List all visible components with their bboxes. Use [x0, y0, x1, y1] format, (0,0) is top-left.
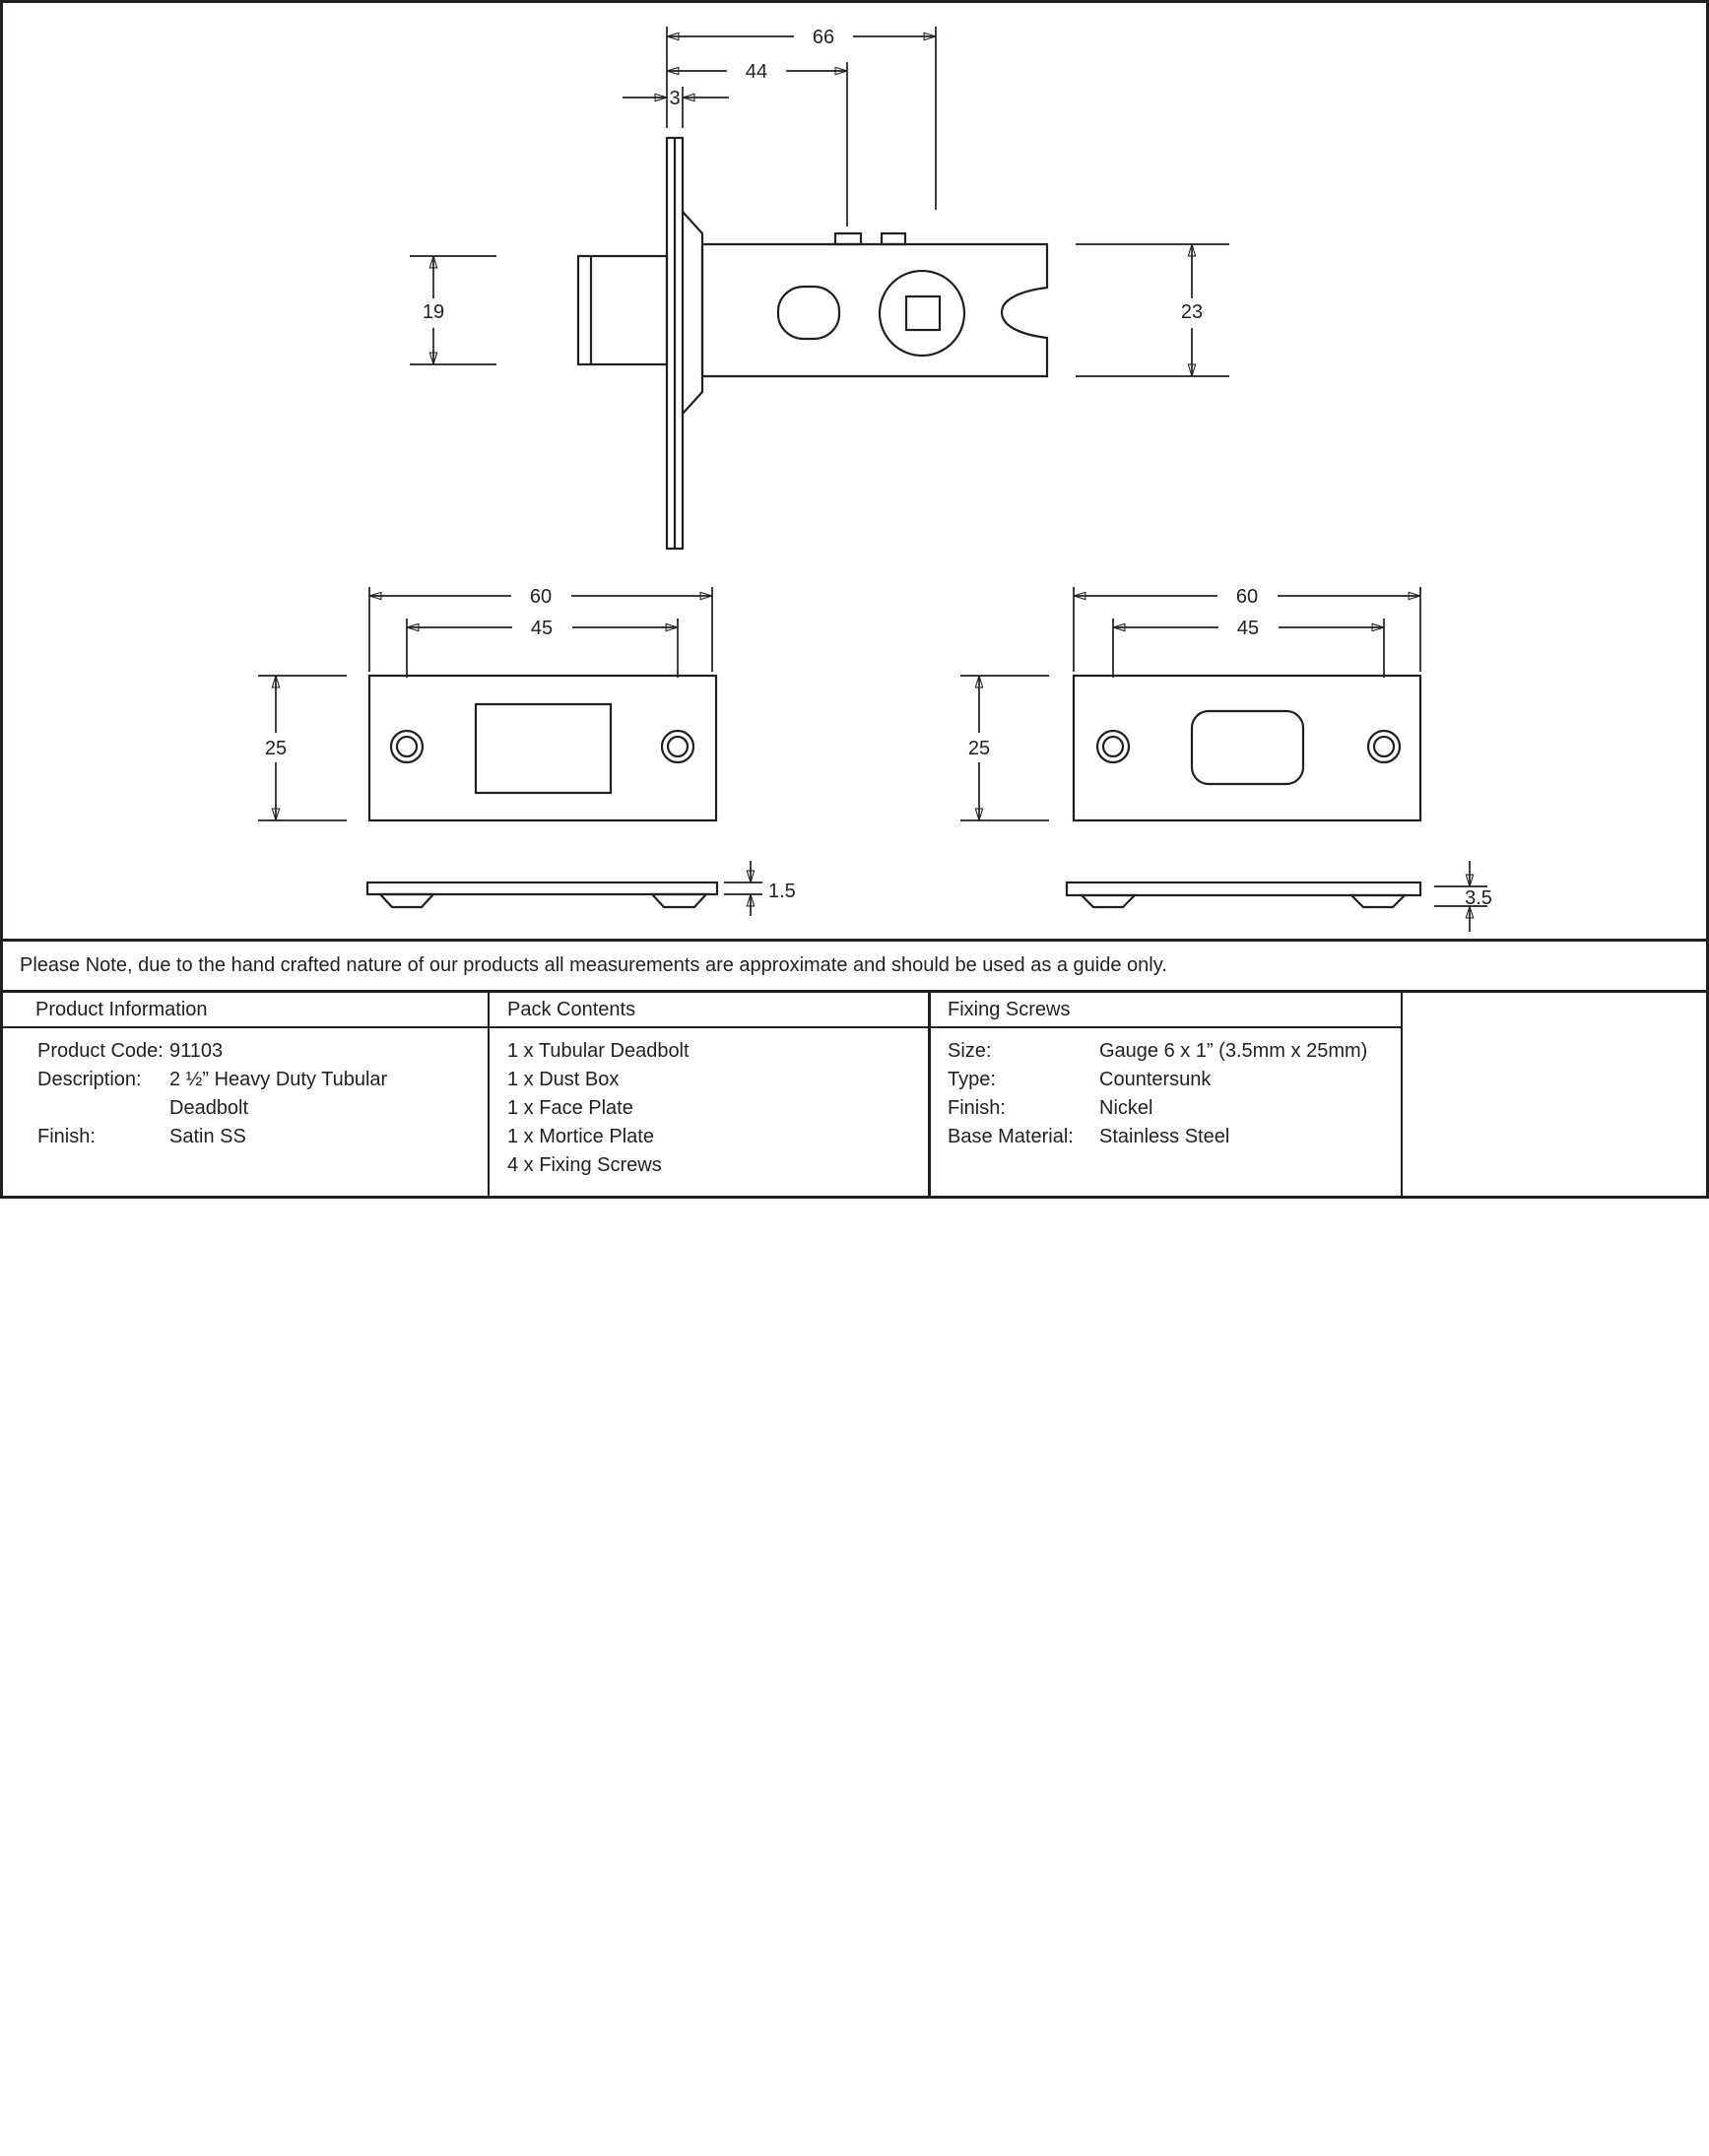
top-tab-right — [880, 231, 907, 246]
row-label: Type: — [948, 1069, 996, 1090]
dimension-case-height: 23 — [1076, 243, 1229, 377]
deadbolt-side-view: 66 44 3 — [410, 27, 1229, 551]
dimension-bolt-height: 19 — [410, 255, 496, 365]
faceplate-outline — [367, 674, 718, 822]
row-value: 2 ½” Heavy Duty Tubular — [169, 1069, 388, 1090]
dim-label-45-right: 45 — [1237, 618, 1259, 639]
countersunk-boss — [1079, 893, 1138, 909]
table-row: Type: Countersunk — [931, 1066, 1401, 1094]
dim-label-3-5: 3.5 — [1465, 887, 1492, 909]
spindle-follower — [878, 269, 966, 358]
list-item: 4 x Fixing Screws — [507, 1154, 662, 1176]
mortice-plate-profile-view: 3.5 — [1065, 861, 1492, 932]
dim-label-3: 3 — [669, 88, 680, 109]
row-label: Description: — [37, 1069, 142, 1090]
row-label: Finish: — [37, 1126, 96, 1147]
row-value: Stainless Steel — [1099, 1126, 1230, 1147]
brand-logo-cell: nvil From the ® — [1403, 993, 1706, 1196]
row-label: Size: — [948, 1040, 992, 1062]
table-row: Size: Gauge 6 x 1” (3.5mm x 25mm) — [931, 1037, 1401, 1066]
dim-label-25-right: 25 — [968, 738, 990, 759]
dimension-faceplate-thickness: 3 — [623, 87, 729, 128]
list-item: 1 x Tubular Deadbolt — [507, 1040, 690, 1062]
product-information-header: Product Information — [0, 993, 488, 1028]
dim-label-66: 66 — [813, 27, 834, 48]
bolt-cutout-rounded — [1190, 709, 1305, 786]
pack-contents-header: Pack Contents — [490, 993, 928, 1028]
screw-hole-inner — [1372, 735, 1396, 758]
row-value: Deadbolt — [169, 1097, 249, 1119]
dim-label-44: 44 — [746, 61, 767, 83]
list-item: 1 x Mortice Plate — [507, 1126, 654, 1147]
dim-label-1-5: 1.5 — [768, 881, 796, 902]
dimension-morticeplate-thickness-profile: 3.5 — [1434, 861, 1492, 932]
dim-label-25-left: 25 — [265, 738, 287, 759]
mortice-plate-front-view: 60 45 25 — [960, 586, 1422, 822]
table-row: Finish: Nickel — [931, 1094, 1401, 1123]
dimension-overall-length: 66 — [666, 27, 937, 210]
face-plate-front-view: 60 45 25 — [258, 586, 718, 822]
dim-label-45-left: 45 — [531, 618, 553, 639]
dimension-morticeplate-height: 25 — [960, 675, 1049, 821]
lock-case-outline — [700, 242, 1049, 378]
row-value: 91103 — [169, 1040, 224, 1062]
dimension-faceplate-width: 60 — [368, 586, 713, 672]
screw-hole — [1095, 729, 1131, 764]
screw-hole — [660, 729, 695, 764]
morticeplate-outline — [1072, 674, 1422, 822]
screw-hole — [389, 729, 425, 764]
screw-hole-inner — [666, 735, 690, 758]
fixing-screws-header: Fixing Screws — [931, 993, 1401, 1028]
list-item: 1 x Face Plate — [507, 1097, 633, 1119]
screw-hole — [1366, 729, 1402, 764]
dimension-faceplate-thickness-profile: 1.5 — [724, 861, 796, 916]
row-value: Countersunk — [1099, 1069, 1212, 1090]
bolt-cutout — [474, 702, 613, 795]
dimension-morticeplate-width: 60 — [1073, 586, 1421, 672]
note-text: Please Note, due to the hand crafted nat… — [20, 954, 1167, 976]
dimension-faceplate-height: 25 — [258, 675, 347, 821]
faceplate-profile-bar — [365, 881, 719, 896]
square-spindle-hole — [904, 294, 942, 332]
dimension-faceplate-hole-spacing: 45 — [406, 618, 679, 678]
screw-hole-inner — [395, 735, 419, 758]
screw-hole-inner — [1101, 735, 1125, 758]
fixing-screws-column: Fixing Screws Size: Gauge 6 x 1” (3.5mm … — [931, 993, 1403, 1196]
technical-drawing: 66 44 3 — [258, 27, 1492, 932]
dim-label-19: 19 — [423, 301, 444, 323]
dimension-morticeplate-hole-spacing: 45 — [1112, 618, 1385, 678]
oval-hole — [776, 285, 841, 341]
row-value: Nickel — [1099, 1097, 1153, 1119]
bolt — [576, 254, 669, 366]
dim-label-60-left: 60 — [530, 586, 552, 608]
dustbox-flange — [682, 211, 704, 415]
faceplate-edge-view — [665, 136, 704, 551]
table-row: Finish: Satin SS — [0, 1123, 488, 1151]
row-label: Finish: — [948, 1097, 1006, 1119]
countersunk-boss — [649, 892, 709, 909]
list-item: 1 x Dust Box — [507, 1069, 620, 1090]
table-row: Base Material: Stainless Steel — [931, 1123, 1401, 1151]
row-label: Base Material: — [948, 1126, 1074, 1147]
dim-label-23: 23 — [1181, 301, 1203, 323]
dimension-backset: 44 — [667, 61, 848, 227]
dim-label-60-right: 60 — [1236, 586, 1258, 608]
row-label: Product Code: — [37, 1040, 164, 1062]
top-tab-left — [833, 231, 863, 246]
morticeplate-profile-bar — [1065, 881, 1422, 897]
note-row: Please Note, due to the hand crafted nat… — [0, 939, 1709, 993]
row-value: Satin SS — [169, 1126, 246, 1147]
row-value: Gauge 6 x 1” (3.5mm x 25mm) — [1099, 1040, 1368, 1062]
pack-contents-column: Pack Contents 1 x Tubular Deadbolt 1 x D… — [490, 993, 931, 1196]
table-row: Product Code: 91103 — [0, 1037, 488, 1066]
product-information-column: Product Information Product Code: 91103 … — [0, 993, 490, 1196]
table-row: Description: 2 ½” Heavy Duty Tubular — [0, 1066, 488, 1094]
countersunk-boss — [1348, 893, 1408, 909]
countersunk-boss — [377, 892, 436, 909]
table-row: Deadbolt — [0, 1094, 488, 1123]
face-plate-profile-view: 1.5 — [365, 861, 796, 916]
